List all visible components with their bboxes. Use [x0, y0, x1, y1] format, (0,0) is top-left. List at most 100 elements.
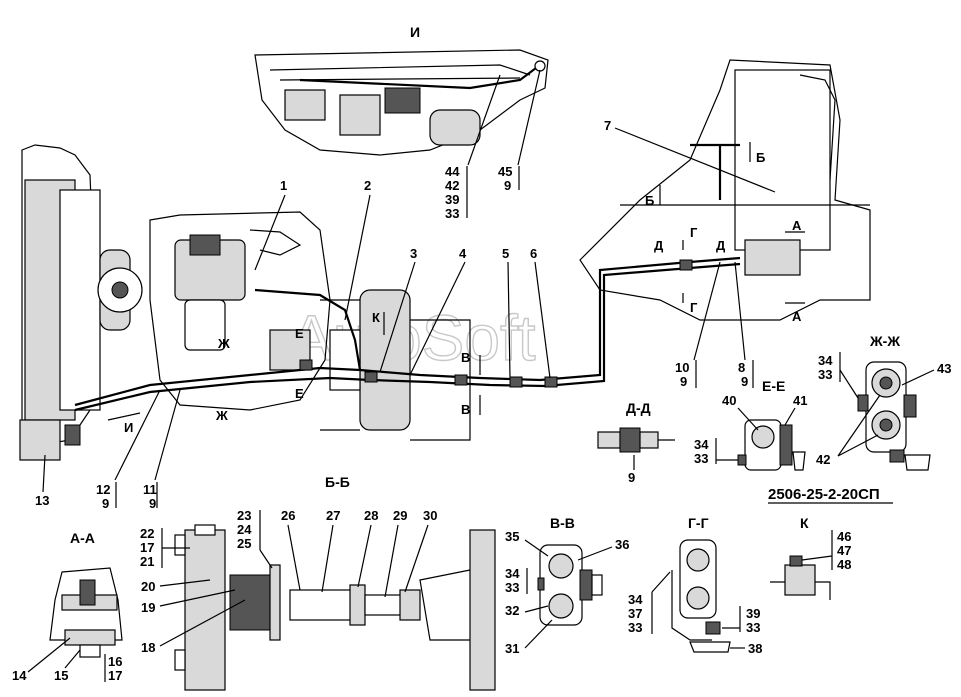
callout-16: 16 — [108, 654, 122, 669]
callout-47: 47 — [837, 543, 851, 558]
section-vv-title: В-В — [550, 515, 575, 531]
callout-22: 22 — [140, 526, 154, 541]
callout-9-dd: 9 — [628, 470, 635, 485]
callout-26: 26 — [281, 508, 295, 523]
callout-30: 30 — [423, 508, 437, 523]
callout-10-9: 9 — [680, 374, 687, 389]
callout-34-zh: 34 — [818, 353, 833, 368]
callout-34-vv: 34 — [505, 566, 520, 581]
section-aa-drawing — [49, 567, 123, 658]
section-aa-callouts: 14 15 16 17 — [12, 637, 122, 683]
callout-34-ee: 34 — [694, 437, 709, 452]
cut-marks-main: Б Б А А Г Г Д Д В В Е Е Ж Ж И К — [107, 142, 805, 435]
callout-41: 41 — [793, 393, 807, 408]
callout-40: 40 — [722, 393, 736, 408]
section-bb-callouts: 22 17 21 20 19 18 23 24 25 26 27 28 29 3… — [140, 508, 437, 655]
callout-45: 45 — [498, 164, 512, 179]
callout-18: 18 — [141, 640, 155, 655]
section-dd-title: Д-Д — [626, 400, 651, 416]
callout-34-gg: 34 — [628, 592, 643, 607]
callout-35: 35 — [505, 529, 519, 544]
pipeline-drawing — [74, 256, 741, 412]
callout-33-gg2: 33 — [746, 620, 760, 635]
cut-mark-zh-top: Ж — [217, 336, 230, 351]
callout-33: 33 — [445, 206, 459, 221]
callout-37: 37 — [628, 606, 642, 621]
radiator-drawing — [19, 144, 143, 461]
section-ee-drawing — [737, 419, 806, 471]
cut-mark-zh-bottom: Ж — [215, 408, 228, 423]
callout-8-9: 9 — [741, 374, 748, 389]
callout-12: 12 — [96, 482, 110, 497]
callout-25: 25 — [237, 536, 251, 551]
cut-mark-b-left: Б — [645, 193, 654, 208]
section-zhzh-title: Ж-Ж — [869, 333, 900, 349]
callout-23: 23 — [237, 508, 251, 523]
cut-mark-b-right: Б — [756, 150, 765, 165]
callout-45-9: 9 — [504, 178, 511, 193]
callout-group-main: 1 2 3 4 5 6 7 8 9 10 9 12 9 11 9 13 44 4… — [35, 69, 776, 511]
callout-19: 19 — [141, 600, 155, 615]
cut-mark-k: К — [372, 310, 380, 325]
callout-17b: 17 — [108, 668, 122, 683]
callout-33-zh: 33 — [818, 367, 832, 382]
cut-mark-e-top: Е — [295, 326, 304, 341]
callout-2: 2 — [364, 178, 371, 193]
section-k-title: К — [800, 515, 809, 531]
cab-drawing — [579, 59, 871, 321]
callout-36: 36 — [615, 537, 629, 552]
section-vv-drawing — [537, 544, 603, 626]
callout-20: 20 — [141, 579, 155, 594]
section-gg-drawing — [671, 539, 731, 653]
callout-38: 38 — [748, 641, 762, 656]
callout-42-zh: 42 — [816, 452, 830, 467]
cut-mark-a-bottom: А — [792, 309, 802, 324]
callout-11-9: 9 — [149, 496, 156, 511]
cut-mark-a-top: А — [792, 218, 802, 233]
section-gg-title: Г-Г — [688, 515, 709, 531]
section-k-callouts: 46 47 48 — [801, 529, 851, 572]
callout-5: 5 — [502, 246, 509, 261]
section-aa-title: А-А — [70, 530, 95, 546]
cut-mark-v-bottom: В — [461, 402, 470, 417]
callout-4: 4 — [459, 246, 467, 261]
callout-31: 31 — [505, 641, 519, 656]
cut-mark-e-bottom: Е — [295, 386, 304, 401]
callout-14: 14 — [12, 668, 27, 683]
callout-1: 1 — [280, 178, 287, 193]
section-bb-drawing — [174, 524, 496, 691]
cut-mark-d-left: Д — [654, 238, 664, 253]
section-zhzh-drawing — [857, 361, 931, 471]
section-k-drawing — [770, 555, 831, 600]
callout-15: 15 — [54, 668, 68, 683]
cut-mark-i: И — [124, 420, 133, 435]
section-zhzh-callouts: 34 33 43 42 — [816, 352, 951, 467]
callout-48: 48 — [837, 557, 851, 572]
callout-7: 7 — [604, 118, 611, 133]
section-ee-callouts: 40 41 34 33 — [694, 393, 807, 466]
cut-mark-v-top: В — [461, 350, 470, 365]
callout-17: 17 — [140, 540, 154, 555]
section-gg-callouts: 34 37 33 39 33 38 — [628, 571, 762, 656]
callout-12-9: 9 — [102, 496, 109, 511]
cut-mark-d-right: Д — [716, 238, 726, 253]
callout-33-vv: 33 — [505, 580, 519, 595]
callout-21: 21 — [140, 554, 154, 569]
cut-mark-g-top: Г — [690, 225, 698, 240]
callout-27: 27 — [326, 508, 340, 523]
section-bb-title: Б-Б — [325, 474, 350, 490]
callout-39-gg: 39 — [746, 606, 760, 621]
callout-28: 28 — [364, 508, 378, 523]
callout-10: 10 — [675, 360, 689, 375]
engine-drawing — [149, 211, 331, 411]
callout-8: 8 — [738, 360, 745, 375]
cut-mark-g-bottom: Г — [690, 300, 698, 315]
callout-3: 3 — [410, 246, 417, 261]
view-i-drawing — [254, 49, 549, 156]
callout-44: 44 — [445, 164, 460, 179]
callout-42: 42 — [445, 178, 459, 193]
callout-29: 29 — [393, 508, 407, 523]
callout-33-ee: 33 — [694, 451, 708, 466]
